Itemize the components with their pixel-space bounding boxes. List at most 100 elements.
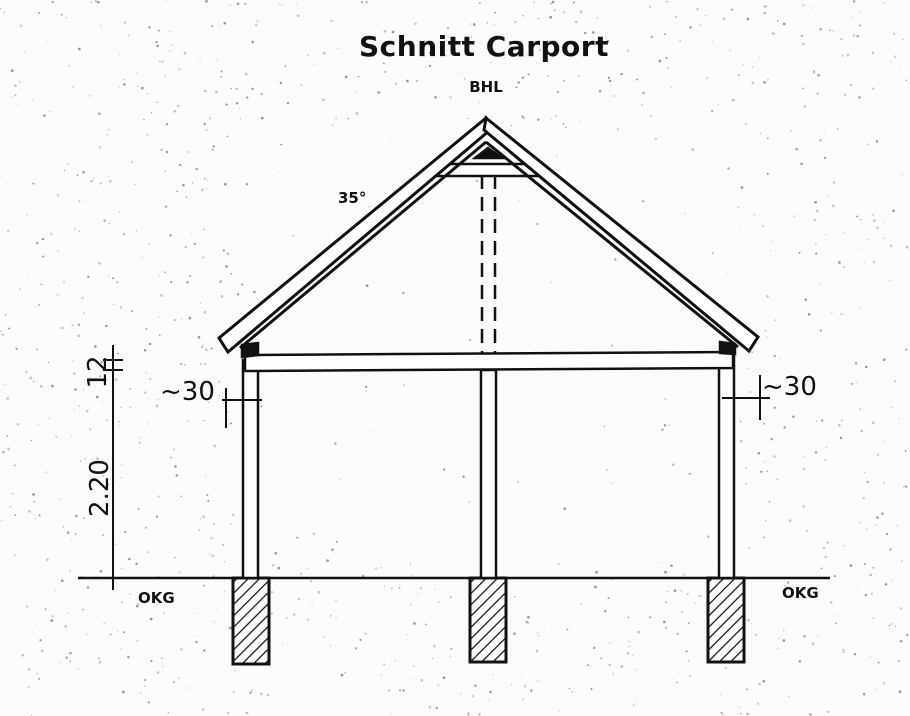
speckle-dot (119, 306, 123, 309)
speckle-dot (135, 274, 137, 276)
speckle-dot (47, 361, 50, 364)
speckle-dot (860, 429, 864, 433)
speckle-dot (711, 41, 713, 43)
speckle-dot (813, 70, 815, 72)
speckle-dot (79, 460, 82, 463)
speckle-dot (449, 44, 451, 46)
speckle-dot (899, 607, 903, 610)
speckle-dot (862, 692, 866, 696)
speckle-dot (245, 711, 249, 715)
speckle-dot (239, 117, 242, 120)
speckle-dot (120, 477, 122, 478)
speckle-dot (489, 690, 492, 694)
speckle-dot (802, 42, 805, 46)
speckle-dot (174, 465, 177, 468)
speckle-dot (213, 621, 216, 623)
speckle-dot (872, 87, 875, 90)
speckle-dot (640, 103, 643, 106)
speckle-dot (226, 135, 229, 138)
speckle-dot (79, 344, 81, 346)
speckle-dot (160, 294, 163, 297)
speckle-dot (70, 538, 73, 540)
speckle-dot (420, 587, 423, 590)
speckle-dot (802, 505, 805, 508)
speckle-dot (579, 120, 581, 122)
speckle-dot (384, 70, 387, 74)
speckle-dot (158, 334, 161, 337)
speckle-dot (704, 14, 707, 17)
speckle-dot (44, 608, 47, 611)
speckle-dot (225, 265, 228, 268)
speckle-dot (157, 399, 160, 401)
speckle-dot (550, 2, 552, 5)
speckle-dot (627, 616, 630, 619)
speckle-dot (841, 460, 843, 462)
speckle-dot (27, 273, 29, 276)
speckle-dot (62, 280, 66, 284)
speckle-dot (330, 19, 333, 22)
speckle-dot (883, 441, 885, 443)
speckle-dot (337, 47, 339, 50)
speckle-dot (905, 245, 909, 249)
speckle-dot (871, 51, 875, 55)
speckle-dot (722, 17, 726, 21)
speckle-dot (380, 567, 382, 569)
speckle-dot (514, 20, 517, 24)
speckle-dot (637, 630, 641, 634)
speckle-dot (442, 676, 446, 680)
speckle-dot (357, 75, 360, 78)
speckle-dot (344, 75, 348, 79)
speckle-dot (178, 571, 181, 574)
speckle-dot (197, 335, 201, 339)
speckle-dot (58, 498, 60, 500)
speckle-dot (614, 258, 617, 261)
speckle-dot (244, 72, 248, 76)
speckle-dot (522, 116, 525, 120)
speckle-dot (435, 619, 437, 621)
speckle-dot (137, 85, 139, 87)
speckle-dot (13, 464, 16, 467)
speckle-dot (140, 692, 142, 694)
speckle-dot (148, 243, 151, 246)
speckle-dot (107, 175, 109, 177)
speckle-dot (571, 691, 574, 693)
speckle-dot (36, 672, 38, 675)
speckle-dot (178, 677, 180, 679)
speckle-dot (649, 6, 651, 8)
drawing-subtitle: BHL (469, 78, 503, 96)
speckle-dot (620, 72, 623, 76)
speckle-dot (206, 493, 209, 496)
speckle-dot (38, 514, 41, 517)
speckle-dot (329, 645, 332, 647)
speckle-dot (688, 660, 690, 662)
speckle-dot (29, 376, 33, 380)
speckle-dot (791, 466, 793, 468)
speckle-dot (182, 183, 185, 187)
speckle-dot (782, 22, 786, 26)
speckle-dot (180, 495, 182, 498)
speckle-dot (749, 391, 752, 393)
speckle-dot (470, 36, 473, 38)
speckle-dot (150, 660, 153, 663)
speckle-dot (768, 500, 771, 503)
speckle-dot (62, 526, 65, 528)
speckle-dot (851, 16, 853, 19)
speckle-dot (365, 284, 369, 288)
speckle-dot (34, 518, 36, 520)
speckle-dot (872, 421, 875, 425)
speckle-dot (549, 15, 553, 19)
speckle-dot (105, 419, 108, 422)
speckle-dot (584, 31, 587, 35)
speckle-dot (634, 698, 636, 700)
eave-details (240, 340, 737, 359)
speckle-dot (626, 652, 630, 655)
speckle-dot (65, 16, 68, 19)
speckle-dot (90, 180, 93, 183)
speckle-dot (608, 642, 611, 644)
speckle-dot (83, 516, 86, 519)
speckle-dot (185, 687, 187, 689)
speckle-dot (365, 0, 369, 4)
speckle-dot (527, 615, 530, 619)
speckle-dot (90, 299, 92, 301)
speckle-dot (402, 689, 405, 692)
